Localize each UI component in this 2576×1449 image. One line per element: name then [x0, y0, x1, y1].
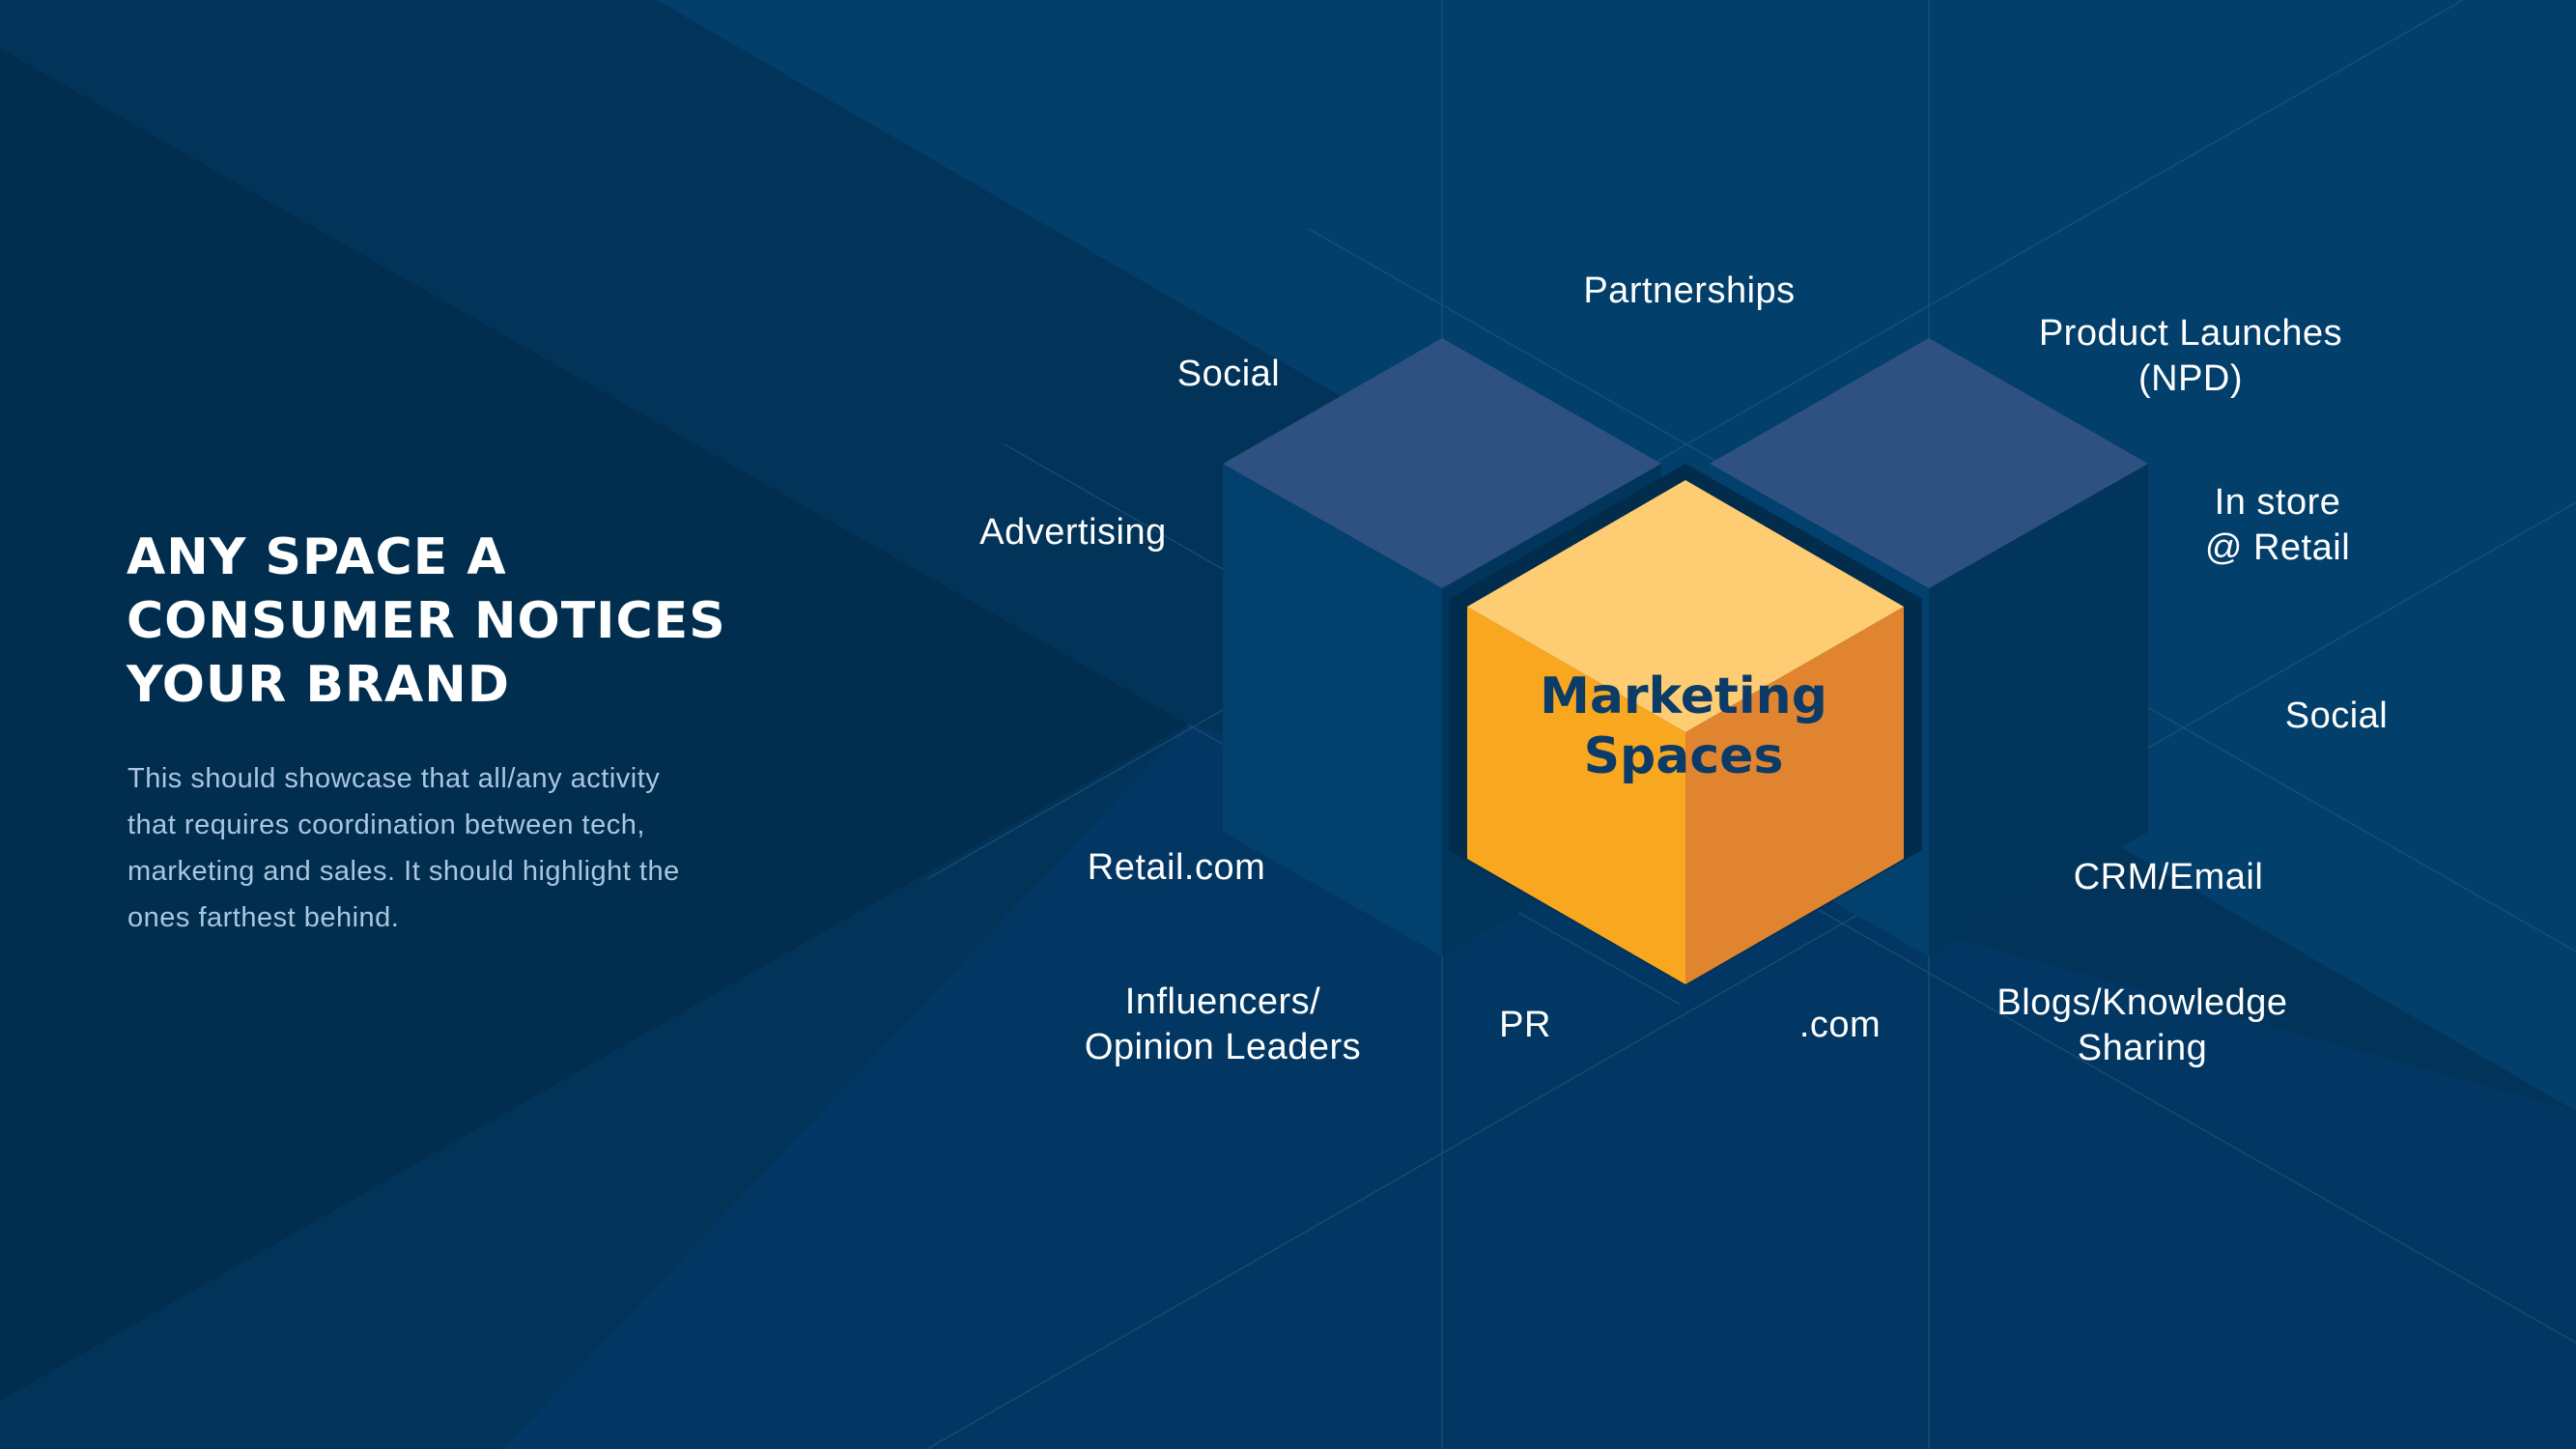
- label-advertising: Advertising: [979, 510, 1166, 555]
- cube-right-face: [1685, 607, 1904, 984]
- center-label-line-1: Marketing: [1540, 668, 1827, 725]
- label-dot-com-text: .com: [1798, 1005, 1882, 1045]
- center-cube-label: Marketing Spaces: [1540, 667, 1827, 786]
- cube-top-face: [1467, 480, 1904, 732]
- label-influencers-line-1: Influencers/: [1124, 981, 1321, 1022]
- title-line-1: ANY SPACE A: [127, 528, 507, 586]
- label-partnerships-text: Partnerships: [1583, 270, 1796, 311]
- label-influencers-line-2: Opinion Leaders: [1084, 1027, 1362, 1067]
- label-retail-com: Retail.com: [1088, 845, 1266, 891]
- label-product-launches-line-2: (NPD): [2137, 358, 2244, 399]
- label-product-launches-line-1: Product Launches: [2038, 313, 2343, 354]
- cube-left-face: [1467, 607, 1685, 984]
- left-shade: [0, 48, 1188, 1401]
- label-social-right: Social: [2285, 694, 2389, 739]
- label-crm-email: CRM/Email: [2074, 855, 2264, 900]
- label-advertising-text: Advertising: [979, 512, 1167, 553]
- description-line-1: This should showcase that all/any activi…: [127, 763, 661, 794]
- description-text: This should showcase that all/any activi…: [127, 755, 804, 941]
- label-blogs-knowledge-sharing: Blogs/Knowledge Sharing: [1996, 980, 2287, 1071]
- label-blogs-line-1: Blogs/Knowledge: [1996, 982, 2288, 1023]
- label-retail-com-text: Retail.com: [1087, 847, 1266, 888]
- label-in-store-line-2: @ Retail: [2204, 527, 2351, 568]
- label-in-store-line-1: In store: [2214, 482, 2341, 523]
- label-blogs-line-2: Sharing: [2077, 1028, 2208, 1068]
- title-line-2: CONSUMER NOTICES: [127, 592, 726, 650]
- label-influencers: Influencers/ Opinion Leaders: [1085, 980, 1361, 1070]
- label-social-top-text: Social: [1176, 354, 1281, 394]
- marketing-cube: [1467, 480, 1904, 984]
- label-social-top: Social: [1177, 352, 1281, 397]
- description-line-4: ones farthest behind.: [127, 902, 400, 933]
- label-crm-email-text: CRM/Email: [2073, 857, 2264, 897]
- bottom-shade: [502, 724, 2576, 1449]
- label-social-right-text: Social: [2284, 696, 2389, 736]
- description-line-3: marketing and sales. It should highlight…: [127, 856, 680, 887]
- label-dot-com: .com: [1799, 1003, 1881, 1048]
- label-pr: PR: [1499, 1003, 1551, 1048]
- center-label-line-2: Spaces: [1583, 727, 1784, 785]
- label-partnerships: Partnerships: [1583, 269, 1795, 314]
- label-in-store-retail: In store @ Retail: [2205, 480, 2350, 571]
- title-line-3: YOUR BRAND: [127, 656, 510, 714]
- description-line-2: that requires coordination between tech,: [127, 810, 645, 840]
- label-product-launches: Product Launches (NPD): [2039, 311, 2342, 402]
- label-pr-text: PR: [1499, 1005, 1551, 1045]
- page-title: ANY SPACE A CONSUMER NOTICES YOUR BRAND: [127, 526, 899, 717]
